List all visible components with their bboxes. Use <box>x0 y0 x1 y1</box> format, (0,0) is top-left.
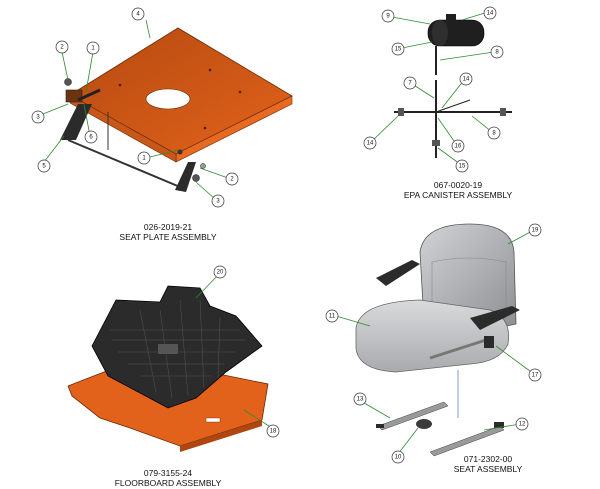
callout-label: 8 <box>495 49 499 55</box>
callout-bubble <box>455 159 469 173</box>
callout-label: 2 <box>60 44 64 50</box>
callout-bubble <box>363 136 377 150</box>
callout-bubble <box>213 265 227 279</box>
callout-bubble <box>490 45 504 59</box>
callout-bubble <box>137 151 151 165</box>
callout-label: 11 <box>329 313 336 319</box>
callout-bubble <box>515 417 529 431</box>
floorboard-name: FLOORBOARD ASSEMBLY <box>114 478 222 488</box>
callout-label: 7 <box>408 80 412 86</box>
callout-bubble <box>353 392 367 406</box>
callout-label: 14 <box>463 76 470 82</box>
callout-label: 15 <box>395 46 402 52</box>
callout-bubble <box>391 42 405 56</box>
callout-bubble <box>528 368 542 382</box>
callout-label: 5 <box>42 163 46 169</box>
canister-name: EPA CANISTER ASSEMBLY <box>403 190 513 200</box>
callout-bubble <box>225 172 239 186</box>
callout-bubble <box>211 194 225 208</box>
seat-drawing <box>355 223 520 457</box>
callout-bubble <box>381 9 395 23</box>
callout-bubble <box>84 130 98 144</box>
callout-bubble <box>86 41 100 55</box>
callout-bubble <box>391 450 405 464</box>
callout-label: 8 <box>492 130 496 136</box>
seat-plate-name: SEAT PLATE ASSEMBLY <box>119 232 217 242</box>
callout-bubble <box>325 309 339 323</box>
callout-label: 14 <box>367 140 374 146</box>
floorboard-drawing <box>67 285 269 452</box>
callout-label: 16 <box>455 143 462 149</box>
canister-part-number: 067-0020-19 <box>433 180 483 190</box>
seat-caption: 071-2302-00 SEAT ASSEMBLY <box>408 454 568 474</box>
callout-bubble <box>37 159 51 173</box>
seat-plate-part-number: 026-2019-21 <box>143 222 193 232</box>
seat-part-number: 071-2302-00 <box>463 454 513 464</box>
callout-label: 14 <box>487 10 494 16</box>
floorboard-caption: 079-3155-24 FLOORBOARD ASSEMBLY <box>88 468 248 488</box>
callout-label: 13 <box>357 396 364 402</box>
callout-label: 3 <box>216 198 220 204</box>
callout-label: 10 <box>395 454 402 460</box>
callout-label: 17 <box>532 372 539 378</box>
seat-plate-caption: 026-2019-21 SEAT PLATE ASSEMBLY <box>88 222 248 242</box>
seat-plate-drawing <box>60 27 293 192</box>
floorboard-part-number: 079-3155-24 <box>143 468 193 478</box>
callout-bubble <box>31 110 45 124</box>
callout-label: 2 <box>230 176 234 182</box>
callout-label: 1 <box>91 45 95 51</box>
callout-label: 12 <box>519 421 526 427</box>
callout-label: 3 <box>36 114 40 120</box>
callout-label: 18 <box>270 428 277 434</box>
callout-bubble <box>487 126 501 140</box>
epa-canister-drawing <box>394 14 512 158</box>
callout-bubble <box>483 6 497 20</box>
callout-bubble <box>55 40 69 54</box>
callout-label: 19 <box>532 227 539 233</box>
callout-label: 1 <box>142 155 146 161</box>
callout-bubble <box>403 76 417 90</box>
callout-label: 20 <box>217 269 224 275</box>
seat-name: SEAT ASSEMBLY <box>453 464 523 474</box>
callout-bubble <box>459 72 473 86</box>
callout-label: 9 <box>386 13 390 19</box>
callout-bubble <box>266 424 280 438</box>
callout-bubble <box>528 223 542 237</box>
callout-label: 4 <box>136 11 140 17</box>
callout-bubble <box>451 139 465 153</box>
callout-label: 15 <box>459 163 466 169</box>
callout-label: 6 <box>89 134 93 140</box>
callout-bubble <box>131 7 145 21</box>
canister-caption: 067-0020-19 EPA CANISTER ASSEMBLY <box>378 180 538 200</box>
